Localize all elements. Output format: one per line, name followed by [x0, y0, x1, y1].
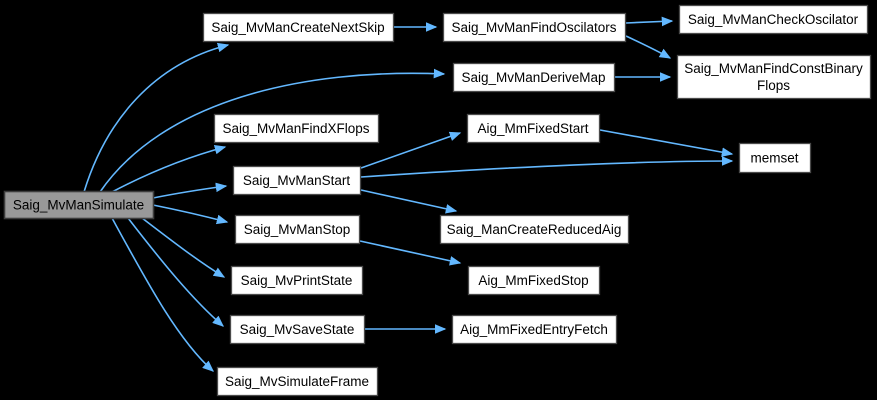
- node-print-state[interactable]: Saig_MvPrintState: [230, 265, 364, 296]
- node-mm-fixed-stop[interactable]: Aig_MmFixedStop: [467, 265, 601, 296]
- node-derive-map[interactable]: Saig_MvManDeriveMap: [452, 62, 616, 93]
- node-box[interactable]: [216, 366, 379, 397]
- node-box[interactable]: [213, 113, 380, 144]
- node-label: Saig_ManCreateReducedAig: [447, 222, 622, 237]
- node-label: Saig_MvSaveState: [240, 322, 355, 337]
- edge-simulate-to-derive-map: [99, 68, 446, 193]
- node-box[interactable]: [676, 54, 872, 100]
- node-box[interactable]: [738, 142, 812, 174]
- edge-simulate-to-print-state: [141, 217, 226, 278]
- node-simulate: Saig_MvManSimulate: [3, 190, 155, 220]
- edge-man-start-to-mm-fixed-start: [360, 131, 462, 169]
- node-label-line: Flops: [757, 78, 790, 93]
- node-man-stop[interactable]: Saig_MvManStop: [234, 214, 361, 245]
- node-box[interactable]: [232, 165, 362, 196]
- node-layer: Saig_MvManSimulate Saig_MvManCreateNextSk…: [3, 4, 872, 397]
- node-box[interactable]: [678, 4, 869, 35]
- node-label: Saig_MvManSimulate: [13, 197, 144, 212]
- node-box[interactable]: [439, 214, 630, 245]
- node-mm-fixed-start[interactable]: Aig_MmFixedStart: [466, 113, 601, 144]
- node-mm-fixed-entry-fetch[interactable]: Aig_MmFixedEntryFetch: [451, 314, 618, 345]
- node-label: Saig_MvManFindOscilators: [451, 20, 616, 35]
- edge-mm-fixed-start-to-memset: [599, 129, 734, 157]
- edge-find-oscilators-to-find-const-binary-flops: [625, 35, 672, 59]
- node-label: memset: [750, 150, 798, 165]
- node-label: Saig_MvSimulateFrame: [225, 374, 369, 389]
- node-find-oscilators[interactable]: Saig_MvManFindOscilators: [442, 12, 627, 43]
- edge-simulate-to-man-stop: [152, 204, 229, 225]
- node-box[interactable]: [466, 113, 601, 144]
- node-label: Saig_MvManCheckOscilator: [688, 12, 859, 27]
- node-label: Saig_MvManCreateNextSkip: [211, 20, 384, 35]
- node-label-line: Saig_MvManFindConstBinary: [684, 61, 863, 76]
- edge-find-oscilators-to-check-oscilator: [625, 16, 674, 27]
- node-label: Saig_MvManFindXFlops: [222, 121, 369, 136]
- node-create-reduced-aig[interactable]: Saig_ManCreateReducedAig: [439, 214, 630, 245]
- node-memset[interactable]: memset: [738, 142, 812, 174]
- node-save-state[interactable]: Saig_MvSaveState: [229, 314, 366, 345]
- node-create-next-skip[interactable]: Saig_MvManCreateNextSkip: [202, 12, 395, 43]
- node-label: Saig_MvManDeriveMap: [461, 70, 605, 85]
- edge-simulate-to-simulate-frame: [111, 217, 214, 372]
- node-box[interactable]: [451, 314, 618, 345]
- edge-simulate-to-find-x-flops: [111, 145, 227, 193]
- edge-man-stop-to-mm-fixed-stop: [359, 240, 462, 266]
- node-simulate-frame[interactable]: Saig_MvSimulateFrame: [216, 366, 379, 397]
- node-man-start[interactable]: Saig_MvManStart: [232, 165, 362, 196]
- node-box[interactable]: [452, 62, 616, 93]
- edge-simulate-to-create-next-skip: [83, 42, 230, 193]
- node-box[interactable]: [230, 265, 364, 296]
- edge-simulate-to-save-state: [127, 217, 224, 327]
- node-box: [3, 190, 155, 220]
- node-label: Aig_MmFixedEntryFetch: [460, 322, 608, 337]
- node-box[interactable]: [202, 12, 395, 43]
- node-check-oscilator[interactable]: Saig_MvManCheckOscilator: [678, 4, 869, 35]
- node-box[interactable]: [234, 214, 361, 245]
- node-find-x-flops[interactable]: Saig_MvManFindXFlops: [213, 113, 380, 144]
- node-label: Aig_MmFixedStop: [478, 273, 588, 288]
- edge-layer: [83, 16, 734, 372]
- node-label: Saig_MvManStop: [244, 222, 351, 237]
- node-box[interactable]: [442, 12, 627, 43]
- node-label: Saig_MvPrintState: [241, 273, 353, 288]
- edge-simulate-to-man-start: [152, 182, 228, 199]
- edge-man-start-to-memset: [360, 156, 734, 178]
- node-box[interactable]: [229, 314, 366, 345]
- node-label: Saig_MvManStart: [243, 173, 351, 188]
- edge-man-start-to-create-reduced-aig: [360, 189, 458, 214]
- node-box[interactable]: [467, 265, 601, 296]
- node-label: Aig_MmFixedStart: [477, 121, 588, 136]
